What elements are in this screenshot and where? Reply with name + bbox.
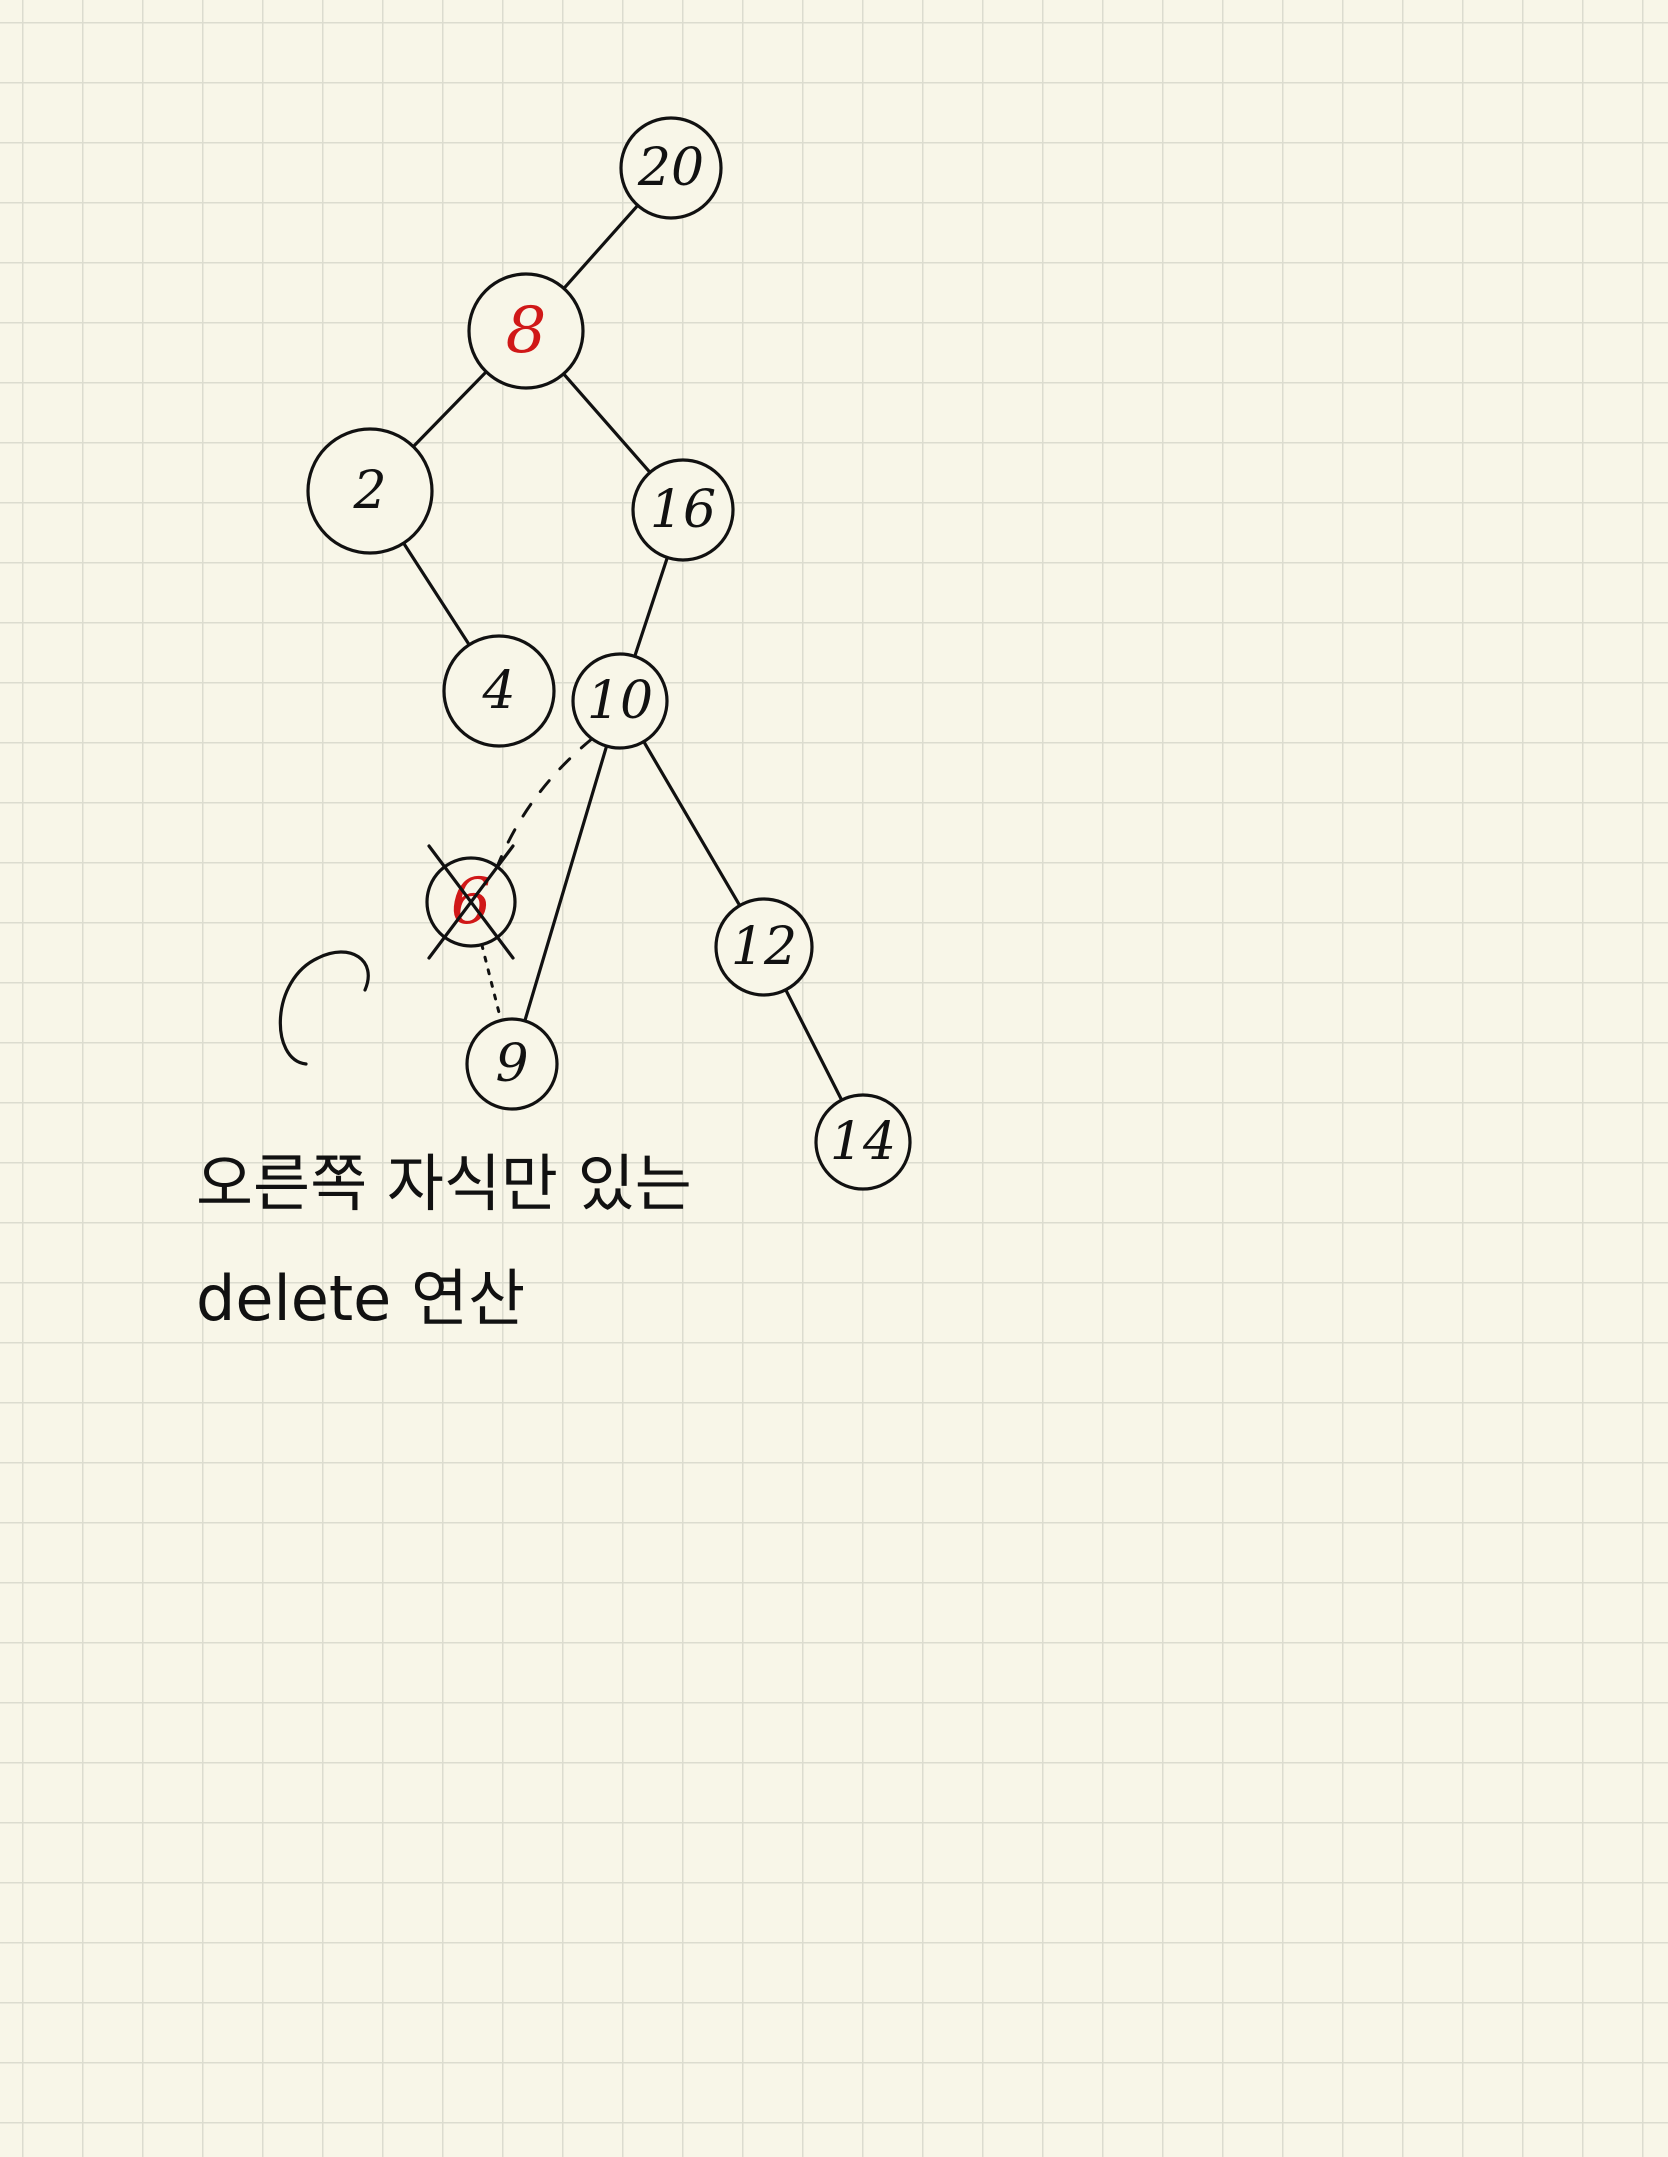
note-line-1: 오른쪽 자식만 있는 xyxy=(196,1147,692,1220)
tree-node-8: 8 xyxy=(467,272,585,390)
note-line-2: delete 연산 xyxy=(196,1262,525,1335)
tree-edges xyxy=(402,203,844,1102)
node-circle xyxy=(465,1017,559,1111)
node-label: 20 xyxy=(637,138,704,198)
tree-node-20: 20 xyxy=(619,116,723,220)
curved-arrow-mark xyxy=(278,950,370,1066)
node-label: 16 xyxy=(650,480,716,540)
node-circle xyxy=(442,634,556,748)
tree-node-14: 14 xyxy=(814,1093,912,1191)
node-label: 8 xyxy=(506,294,547,368)
node-circle xyxy=(467,272,585,390)
edge-n2-n4 xyxy=(402,541,471,647)
node-label: 9 xyxy=(495,1034,528,1094)
tree-node-4: 4 xyxy=(442,634,556,748)
edge-n8-n16 xyxy=(561,372,652,475)
node-label: 14 xyxy=(830,1112,896,1172)
tree-nodes: 20 8 2 16 4 10 6 12 9 14 xyxy=(306,116,912,1191)
node-label: 2 xyxy=(352,461,386,521)
node-circle xyxy=(571,652,669,750)
edge-n12-n14 xyxy=(784,988,844,1102)
edge-n10-n12 xyxy=(642,739,742,908)
tree-node-6: 6 xyxy=(425,844,517,960)
node-label: 12 xyxy=(731,917,797,977)
delete-cross-stroke-2 xyxy=(427,844,515,960)
edge-n10-n9 xyxy=(523,744,609,1023)
edge-n16-n10 xyxy=(633,555,669,658)
node-circle xyxy=(714,897,814,997)
node-label: 10 xyxy=(587,671,653,731)
tree-node-12: 12 xyxy=(714,897,814,997)
edge-n20-n8 xyxy=(562,203,640,291)
tree-node-9: 9 xyxy=(465,1017,559,1111)
node-circle xyxy=(814,1093,912,1191)
tree-node-2: 2 xyxy=(306,427,434,555)
tree-node-10: 10 xyxy=(571,652,669,750)
edge-n6-n9 xyxy=(480,943,503,1022)
node-circle xyxy=(306,427,434,555)
edge-n8-n2 xyxy=(411,370,488,449)
node-circle xyxy=(619,116,723,220)
tree-node-16: 16 xyxy=(631,458,735,562)
node-circle xyxy=(631,458,735,562)
node-label: 4 xyxy=(481,661,515,721)
